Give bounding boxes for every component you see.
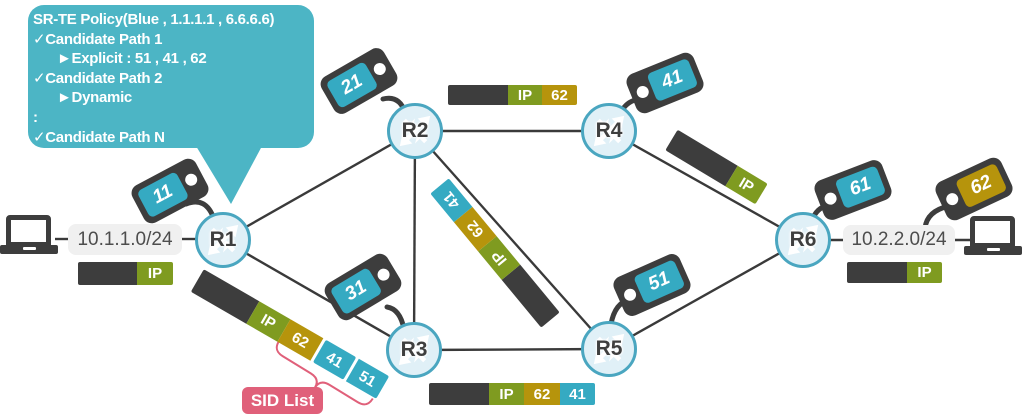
laptop-left bbox=[0, 215, 58, 254]
tag-hole bbox=[822, 190, 839, 207]
sid-tag-value: 61 bbox=[834, 165, 887, 210]
packet-sid-62: 62 bbox=[524, 383, 560, 405]
packet-ip-header: IP bbox=[508, 85, 542, 105]
packet-sid-62: 62 bbox=[542, 85, 577, 105]
policy-line-ellipsis: : bbox=[33, 108, 38, 126]
topology-links bbox=[55, 129, 972, 352]
tag-hole bbox=[622, 286, 638, 303]
tag-hole bbox=[371, 60, 388, 78]
link-r5-r6 bbox=[608, 238, 804, 351]
packet-ip-header: IP bbox=[907, 262, 942, 283]
packet-lan-right: IP bbox=[847, 262, 942, 283]
packet-lan-left: IP bbox=[78, 262, 173, 285]
link-r4-r6 bbox=[608, 129, 804, 242]
network-box-right: 10.2.2.0/24 bbox=[843, 225, 955, 255]
policy-line-candidate-path-1: ✓Candidate Path 1 bbox=[33, 30, 163, 48]
router-icon bbox=[399, 115, 431, 147]
network-box-left: 10.1.1.0/24 bbox=[68, 224, 182, 255]
router-icon bbox=[787, 224, 819, 256]
router-r4: R4 bbox=[581, 103, 637, 159]
router-icon bbox=[398, 334, 430, 366]
policy-line-candidate-path-n: ✓Candidate Path N bbox=[33, 128, 165, 146]
policy-title: SR-TE Policy(Blue , 1.1.1.1 , 6.6.6.6) bbox=[33, 11, 275, 28]
policy-line-dynamic: ►Dynamic bbox=[57, 89, 132, 107]
packet-r2-r4: IP 62 bbox=[448, 85, 577, 105]
tag-hole bbox=[183, 171, 200, 188]
laptop-right-base bbox=[964, 246, 1022, 255]
tag-hole bbox=[944, 191, 961, 208]
router-r2: R2 bbox=[387, 103, 443, 159]
router-r3: R3 bbox=[386, 322, 442, 378]
tag-hole bbox=[375, 266, 392, 283]
router-label: R4 bbox=[595, 119, 623, 142]
packet-sid-41: 41 bbox=[560, 383, 595, 405]
router-r6: R6 bbox=[775, 212, 831, 268]
router-label: R1 bbox=[209, 228, 237, 251]
link-r1-r2 bbox=[222, 129, 416, 242]
packet-payload bbox=[78, 262, 137, 285]
link-r1-r3 bbox=[222, 238, 415, 352]
packet-ip-header: IP bbox=[137, 262, 173, 285]
packet-payload bbox=[847, 262, 907, 283]
link-r2-r5 bbox=[414, 130, 610, 350]
router-icon bbox=[593, 115, 625, 147]
packet-ip-header: IP bbox=[489, 383, 524, 405]
laptop-right bbox=[964, 216, 1022, 255]
router-r5: R5 bbox=[581, 321, 637, 377]
router-label: R5 bbox=[595, 337, 623, 360]
router-r1: R1 bbox=[195, 212, 251, 268]
router-icon bbox=[593, 333, 625, 365]
laptop-right-screen bbox=[970, 216, 1015, 248]
srte-policy-bubble: SR-TE Policy(Blue , 1.1.1.1 , 6.6.6.6) ✓… bbox=[28, 5, 314, 148]
sid-list-label: SID List bbox=[242, 387, 323, 414]
router-label: R6 bbox=[789, 228, 817, 251]
router-label: R2 bbox=[401, 119, 429, 142]
policy-line-explicit: ►Explicit : 51 , 41 , 62 bbox=[57, 50, 207, 68]
laptop-left-base bbox=[0, 245, 58, 254]
router-icon bbox=[207, 224, 239, 256]
policy-line-candidate-path-2: ✓Candidate Path 2 bbox=[33, 69, 163, 87]
tag-hole bbox=[634, 84, 651, 100]
packet-payload bbox=[448, 85, 508, 105]
packet-payload bbox=[429, 383, 489, 405]
router-label: R3 bbox=[400, 338, 428, 361]
packet-r3-r5: IP 62 41 bbox=[429, 383, 595, 405]
laptop-left-screen bbox=[6, 215, 51, 247]
link-r3-r5 bbox=[413, 347, 610, 352]
bubble-tail bbox=[196, 146, 262, 204]
link-r2-r3 bbox=[412, 130, 417, 351]
